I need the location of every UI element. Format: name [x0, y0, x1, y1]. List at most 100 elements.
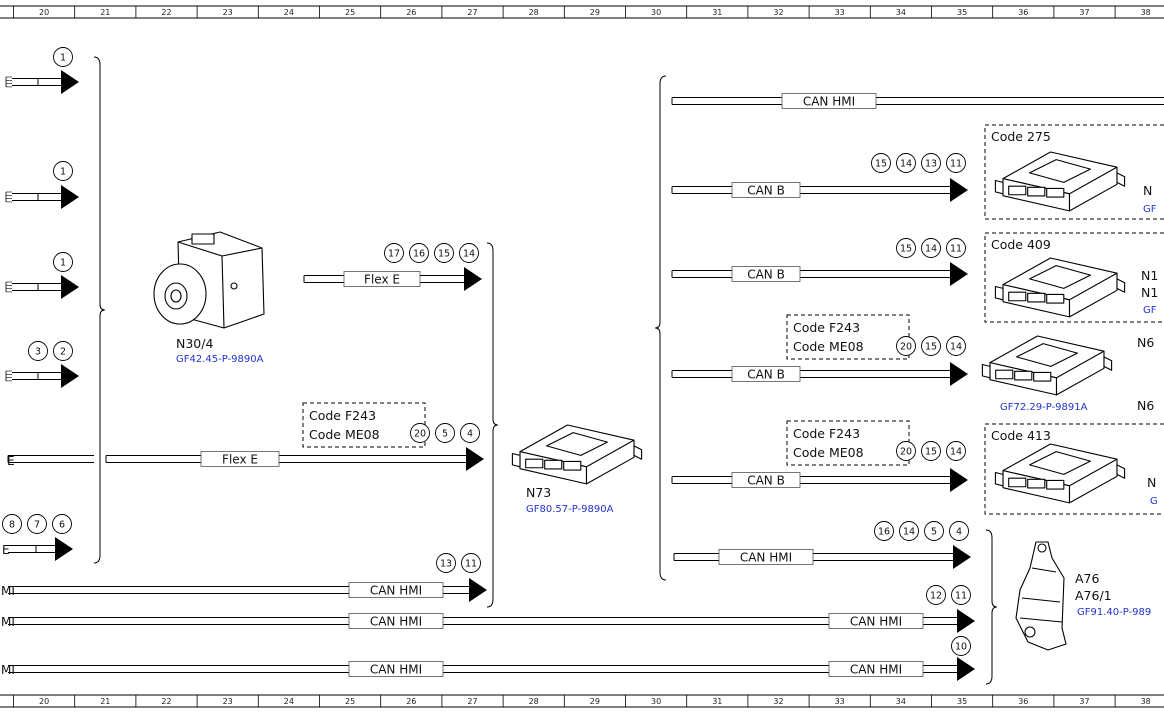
- ecu-connector: [1046, 187, 1065, 198]
- ecu-connector: [1046, 293, 1065, 304]
- ecu-label-plate: [546, 432, 608, 456]
- ruler-number: 25: [345, 8, 355, 17]
- component-name-cut: N1: [1141, 285, 1158, 300]
- bus-label: CAN HMI: [803, 95, 855, 109]
- arrowhead: [61, 275, 79, 299]
- connector-number: 14: [900, 159, 912, 170]
- connector-number: 3: [35, 347, 41, 358]
- connector-circle: [946, 336, 966, 356]
- ecu-side: [1068, 166, 1118, 212]
- component-name-cut: N: [1147, 475, 1156, 490]
- arrowhead: [950, 362, 968, 386]
- connector-circle: [410, 423, 430, 443]
- component-ref: GF80.57-P-9890A: [526, 504, 614, 515]
- brace-mid: [486, 242, 498, 608]
- connector-number: 1: [60, 258, 66, 269]
- ruler-number: 23: [223, 697, 233, 706]
- connector-number: 13: [925, 159, 937, 170]
- ruler-number: 24: [284, 697, 294, 706]
- connector-circle: [409, 243, 429, 263]
- ruler-number: 28: [529, 8, 539, 17]
- ruler-number: 24: [284, 8, 294, 17]
- connector-circle: [921, 238, 941, 258]
- connector-circle: [436, 553, 456, 573]
- ruler-number: 26: [406, 8, 416, 17]
- bus-label: CAN HMI: [370, 615, 422, 629]
- code-frame: [984, 232, 1164, 323]
- bus-label-box: [828, 661, 924, 677]
- code-frame-label: Code 275: [991, 129, 1051, 144]
- connector-number: 16: [878, 527, 890, 538]
- connector-number: 20: [900, 342, 912, 353]
- ruler-number: 21: [100, 697, 110, 706]
- connector-number: 15: [438, 249, 450, 260]
- pump-connector: [191, 233, 215, 245]
- ruler-number: 33: [835, 8, 845, 17]
- bus-label: Flex E: [364, 273, 400, 287]
- brace-right: [655, 75, 667, 581]
- connector-number: 20: [414, 429, 426, 440]
- brace-a76: [985, 529, 997, 685]
- ecu-side: [1055, 350, 1105, 396]
- connector-number: 20: [900, 447, 912, 458]
- connector-circle: [53, 341, 73, 361]
- ruler-number: 21: [100, 8, 110, 17]
- connector-number: 11: [955, 591, 967, 602]
- ruler-number: 32: [773, 8, 783, 17]
- component-name-cut: N6: [1137, 335, 1154, 350]
- bus-label-cut: MI: [1, 584, 15, 598]
- connector-number: 15: [925, 447, 937, 458]
- code-label: Code ME08: [793, 445, 864, 460]
- bus-label: CAN HMI: [740, 551, 792, 565]
- connector-number: 4: [467, 429, 473, 440]
- connector-circle: [434, 243, 454, 263]
- ruler-number: 36: [1018, 8, 1028, 17]
- code-label: Code F243: [793, 426, 860, 441]
- connector-number: 14: [950, 447, 962, 458]
- ruler-number: 23: [223, 8, 233, 17]
- ecu-label-plate: [1029, 265, 1091, 289]
- connector-circle: [384, 243, 404, 263]
- ecu-connector: [1027, 292, 1046, 303]
- ecu-connector: [1033, 371, 1052, 382]
- bus-label: CAN HMI: [370, 584, 422, 598]
- connector-circle: [52, 514, 72, 534]
- connector-number: 11: [950, 244, 962, 255]
- arrowhead: [950, 178, 968, 202]
- arrowhead: [950, 468, 968, 492]
- arrowhead: [55, 537, 73, 561]
- bus-label-box: [731, 472, 801, 488]
- ecu-connector: [995, 369, 1014, 380]
- code-frame: [984, 423, 1164, 515]
- connector-number: 7: [34, 520, 40, 531]
- ecu-tab: [994, 471, 1004, 487]
- connector-number: 14: [903, 527, 915, 538]
- a76-edge: [1019, 567, 1063, 623]
- bus-label: CAN HMI: [370, 663, 422, 677]
- ruler-number: 30: [651, 697, 661, 706]
- ruler-number: 34: [896, 8, 906, 17]
- component-name-cut: N1: [1141, 268, 1158, 283]
- component-ref-cut: GF: [1143, 204, 1157, 215]
- connector-number: 14: [925, 244, 937, 255]
- bus-label-cut: MI: [1, 615, 15, 629]
- connector-circle: [53, 47, 73, 67]
- bus-label: CAN HMI: [850, 663, 902, 677]
- ruler-number: 38: [1141, 697, 1151, 706]
- n30-4-unit: [153, 231, 265, 329]
- ecu-tab: [994, 285, 1004, 301]
- connector-number: 14: [463, 249, 475, 260]
- connector-circle: [921, 336, 941, 356]
- component-name: N73: [526, 485, 551, 500]
- connector-circle: [946, 238, 966, 258]
- component-ref-cut: G: [1150, 496, 1158, 507]
- ruler-number: 25: [345, 697, 355, 706]
- connector-circle: [896, 336, 916, 356]
- ecu-row4-unit: [994, 443, 1126, 504]
- ruler-number: 28: [529, 697, 539, 706]
- component-name-cut: N6: [1137, 398, 1154, 413]
- arrowhead: [466, 447, 484, 471]
- ruler-number: 31: [712, 697, 722, 706]
